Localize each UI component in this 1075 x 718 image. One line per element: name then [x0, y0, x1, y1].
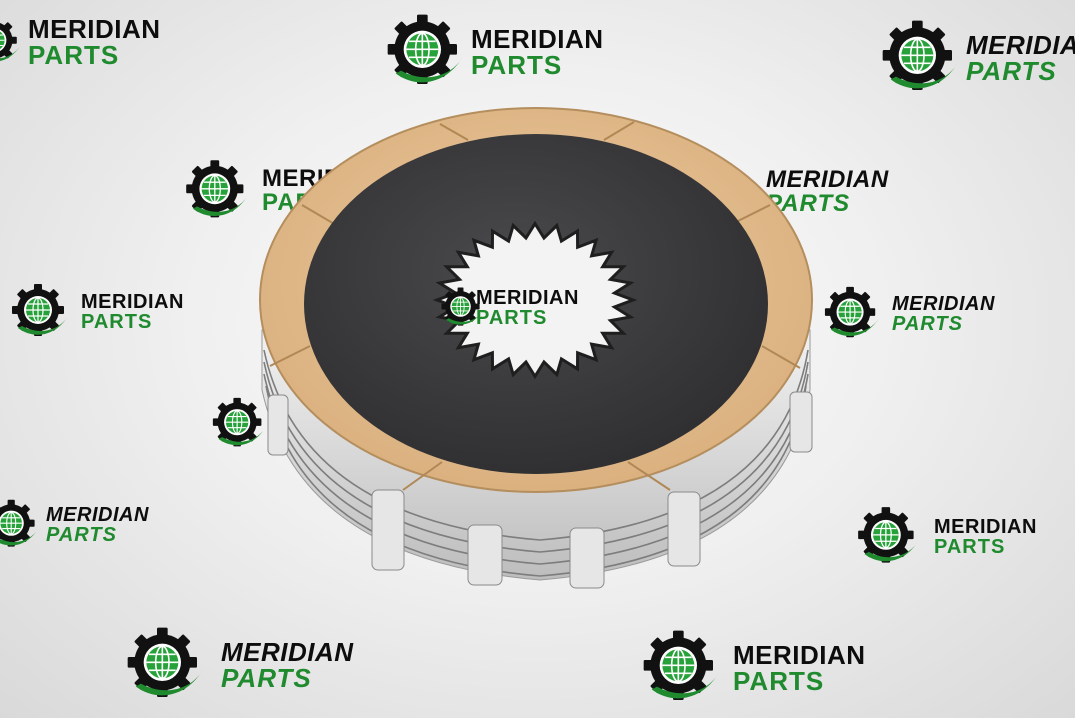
facing-grooves [269, 121, 801, 491]
brand-name-line2: PARTS [471, 50, 563, 80]
brand-logo: MERIDIAN PARTS [818, 285, 995, 343]
brand-name-line2: PARTS [966, 56, 1057, 86]
splined-bore [432, 220, 638, 380]
brand-name-line2: PARTS [934, 536, 1006, 558]
brand-name-line1: MERIDIAN [221, 637, 354, 667]
brand-name-line1: MERIDIAN [81, 291, 184, 313]
brand-name-line1: MERIDIAN [46, 504, 149, 526]
brand-logo: MERIDIAN PARTS [0, 498, 149, 552]
brand-name-line2: PARTS [733, 666, 825, 696]
brand-logo: MERIDIAN PARTS [5, 282, 184, 342]
brand-name-line1: MERIDIAN [471, 24, 604, 54]
brand-name-line2: PARTS [28, 40, 120, 70]
brand-name-line2: PARTS [81, 311, 153, 333]
brand-name-line1: MERIDIAN [28, 14, 161, 44]
brand-name-line2: PARTS [476, 307, 548, 329]
brand-name-line1: MERIDIAN [892, 293, 995, 315]
brand-name-line1: MERIDIAN [934, 516, 1037, 538]
brand-logo: MERIDIAN PARTS [880, 18, 1075, 98]
brand-name-line2: PARTS [221, 663, 312, 693]
brand-logo: MERIDIAN PARTS [0, 16, 161, 68]
brand-logo: MERIDIAN PARTS [115, 625, 354, 705]
brand-name-line2: PARTS [46, 524, 117, 546]
brand-name-line1: MERIDIAN [733, 640, 866, 670]
brand-logo: MERIDIAN PARTS [848, 505, 1037, 569]
brand-logo: MERIDIAN PARTS [385, 12, 604, 92]
brand-logo-overlay: MERIDIAN PARTS [476, 288, 579, 328]
brand-name-line1: MERIDIAN [766, 166, 889, 193]
brand-name-line1: MERIDIAN [476, 287, 579, 309]
brand-logo: MERIDIAN PARTS [690, 162, 889, 222]
brand-name-line2: PARTS [892, 313, 963, 335]
brand-logo: MERIDIAN PARTS [635, 628, 866, 708]
brand-name-line1: MERIDIAN [966, 30, 1075, 60]
